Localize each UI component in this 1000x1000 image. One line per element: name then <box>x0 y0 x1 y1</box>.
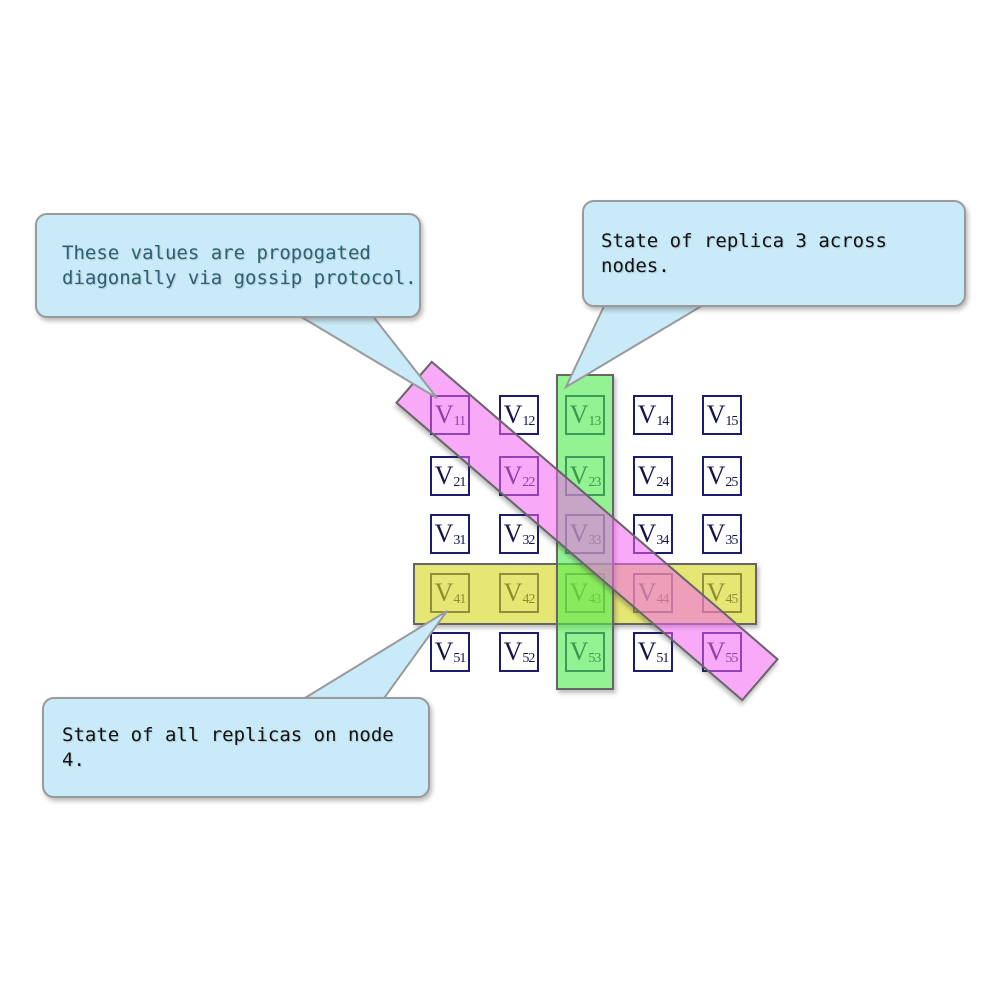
callout-replica3: State of replica 3 across nodes. <box>582 200 966 307</box>
cell-subscript: 25 <box>725 475 738 490</box>
cell-subscript: 15 <box>725 414 738 429</box>
cell-symbol: V <box>637 519 657 548</box>
cell-subscript: 51 <box>453 651 466 666</box>
cell-symbol: V <box>637 637 657 666</box>
cell-subscript: 52 <box>522 651 535 666</box>
cell-symbol: V <box>637 400 657 429</box>
callout-tail-node4 <box>296 610 448 702</box>
cell-symbol: V <box>503 637 523 666</box>
cell-subscript: 32 <box>522 533 535 548</box>
cell-symbol: V <box>503 400 523 429</box>
cell-subscript: 14 <box>656 414 669 429</box>
cell-symbol: V <box>706 519 726 548</box>
callout-gossip-line2: diagonally via gossip protocol. <box>62 266 417 289</box>
cell-symbol: V <box>503 519 523 548</box>
cell-symbol: V <box>434 637 454 666</box>
callout-tail-gossip <box>294 314 438 399</box>
cell-subscript: 21 <box>453 475 466 490</box>
cell-subscript: 31 <box>453 533 466 548</box>
callout-gossip: These values are propogated diagonally v… <box>35 213 421 318</box>
cell-symbol: V <box>637 461 657 490</box>
cell-symbol: V <box>706 461 726 490</box>
cell-subscript: 51 <box>656 651 669 666</box>
callout-gossip-line1: These values are propogated <box>62 241 371 264</box>
cell-symbol: V <box>706 400 726 429</box>
cell-symbol: V <box>434 519 454 548</box>
cell-subscript: 24 <box>656 475 669 490</box>
cell-subscript: 12 <box>522 414 535 429</box>
callout-tail-replica3 <box>563 303 709 390</box>
callout-node4: State of all replicas on node 4. <box>42 697 430 798</box>
cell-subscript: 35 <box>725 533 738 548</box>
cell-symbol: V <box>434 461 454 490</box>
callout-replica3-line1: State of replica 3 across nodes. <box>601 229 887 277</box>
cell-subscript: 34 <box>656 533 669 548</box>
callout-node4-line1: State of all replicas on node 4. <box>62 723 394 771</box>
